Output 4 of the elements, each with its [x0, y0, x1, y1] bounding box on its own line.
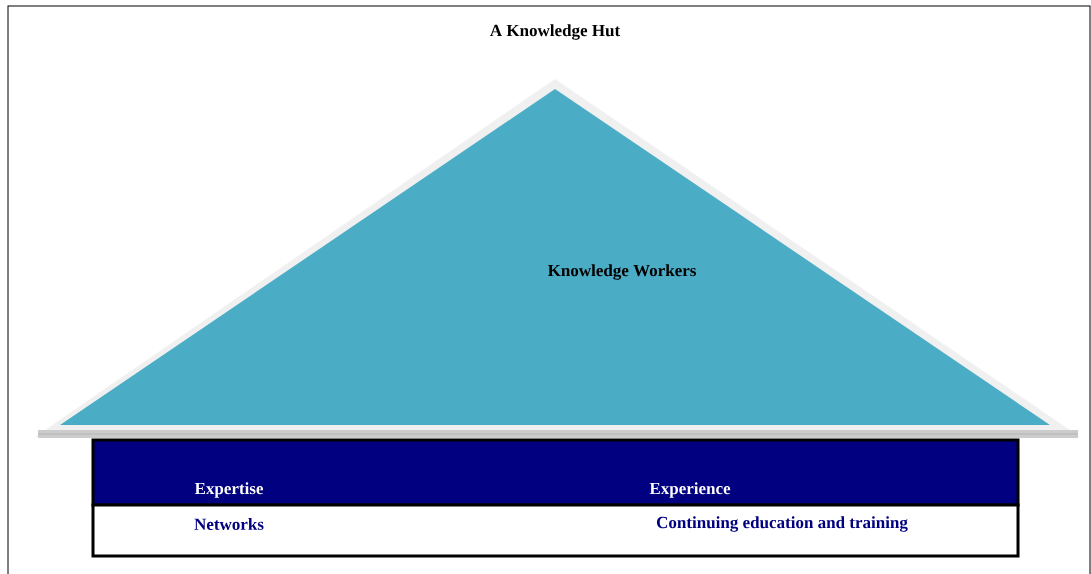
- band: Networks Continuing education and training: [91, 503, 1020, 558]
- title: A Knowledge Hut: [490, 24, 621, 40]
- band: Expertise Experience: [91, 438, 1020, 507]
- roof-triangle: Knowledge Workers: [35, 79, 1080, 438]
